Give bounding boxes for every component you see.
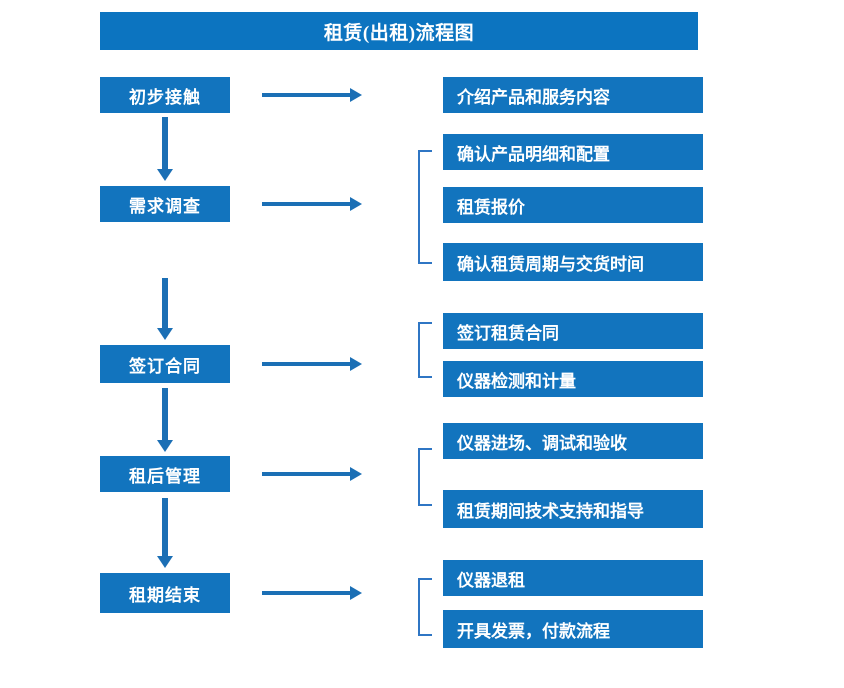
stage-label-4: 租后管理 bbox=[129, 466, 201, 486]
stage-box-3[interactable]: 签订合同 bbox=[100, 345, 230, 383]
vertical-arrow-1 bbox=[157, 117, 173, 181]
task-box-4-1[interactable]: 仪器进场、调试和验收 bbox=[443, 423, 703, 459]
task-label-2-1: 确认产品明细和配置 bbox=[457, 144, 610, 164]
task-box-3-1[interactable]: 签订租赁合同 bbox=[443, 313, 703, 349]
group-bracket-4 bbox=[418, 448, 432, 506]
group-bracket-5 bbox=[418, 578, 432, 636]
stage-box-2[interactable]: 需求调查 bbox=[100, 186, 230, 222]
stage-box-4[interactable]: 租后管理 bbox=[100, 456, 230, 492]
task-label-1-1: 介绍产品和服务内容 bbox=[457, 87, 610, 107]
task-label-5-1: 仪器退租 bbox=[457, 570, 525, 590]
task-label-3-1: 签订租赁合同 bbox=[457, 323, 559, 343]
horizontal-arrow-3 bbox=[262, 357, 362, 371]
task-box-2-1[interactable]: 确认产品明细和配置 bbox=[443, 134, 703, 170]
task-label-2-2: 租赁报价 bbox=[457, 197, 525, 217]
vertical-arrow-3 bbox=[157, 388, 173, 452]
task-box-5-2[interactable]: 开具发票，付款流程 bbox=[443, 610, 703, 648]
task-box-2-3[interactable]: 确认租赁周期与交货时间 bbox=[443, 243, 703, 281]
task-label-5-2: 开具发票，付款流程 bbox=[457, 621, 610, 641]
stage-box-5[interactable]: 租期结束 bbox=[100, 573, 230, 613]
task-label-2-3: 确认租赁周期与交货时间 bbox=[457, 254, 644, 274]
stage-label-3: 签订合同 bbox=[129, 356, 201, 376]
task-label-4-1: 仪器进场、调试和验收 bbox=[457, 433, 627, 453]
task-box-1-1[interactable]: 介绍产品和服务内容 bbox=[443, 77, 703, 113]
stage-box-1[interactable]: 初步接触 bbox=[100, 77, 230, 113]
diagram-title-bar: 租赁(出租)流程图 bbox=[100, 12, 698, 50]
stage-label-5: 租期结束 bbox=[129, 585, 201, 605]
group-bracket-3 bbox=[418, 322, 432, 378]
diagram-title: 租赁(出租)流程图 bbox=[323, 22, 475, 44]
group-bracket-2 bbox=[418, 150, 432, 264]
task-box-2-2[interactable]: 租赁报价 bbox=[443, 187, 703, 223]
task-label-3-2: 仪器检测和计量 bbox=[457, 371, 576, 391]
horizontal-arrow-1 bbox=[262, 88, 362, 102]
stage-label-1: 初步接触 bbox=[129, 87, 201, 107]
task-box-4-2[interactable]: 租赁期间技术支持和指导 bbox=[443, 490, 703, 528]
vertical-arrow-2 bbox=[157, 278, 173, 340]
stage-label-2: 需求调查 bbox=[129, 196, 201, 216]
task-label-4-2: 租赁期间技术支持和指导 bbox=[457, 501, 644, 521]
horizontal-arrow-4 bbox=[262, 467, 362, 481]
horizontal-arrow-5 bbox=[262, 586, 362, 600]
task-box-5-1[interactable]: 仪器退租 bbox=[443, 560, 703, 596]
horizontal-arrow-2 bbox=[262, 197, 362, 211]
task-box-3-2[interactable]: 仪器检测和计量 bbox=[443, 361, 703, 397]
vertical-arrow-4 bbox=[157, 498, 173, 568]
